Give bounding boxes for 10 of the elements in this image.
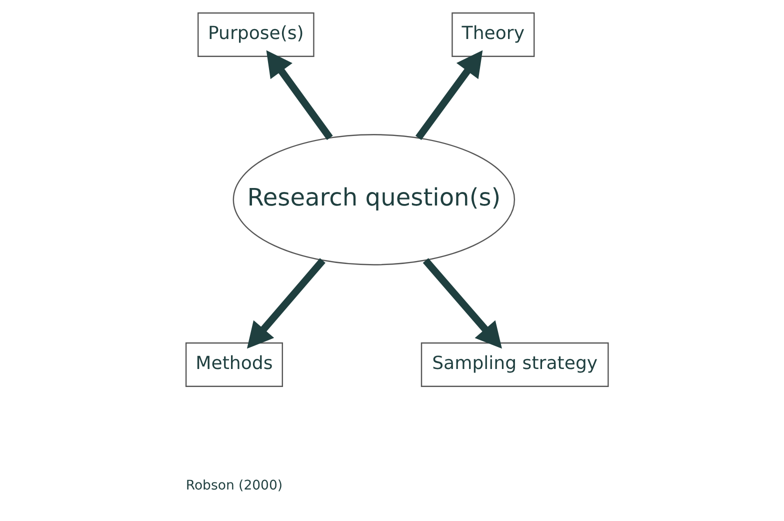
- node-box: Sampling strategy: [420, 342, 609, 387]
- arrow: [246, 258, 326, 349]
- node-ellipse: Research question(s): [232, 134, 516, 266]
- node-box: Theory: [452, 12, 535, 57]
- arrow: [266, 50, 333, 140]
- label: Robson (2000): [186, 478, 283, 494]
- node-box: Purpose(s): [198, 12, 314, 57]
- arrow: [422, 258, 502, 349]
- node-box: Methods: [185, 342, 283, 387]
- arrow: [415, 50, 483, 140]
